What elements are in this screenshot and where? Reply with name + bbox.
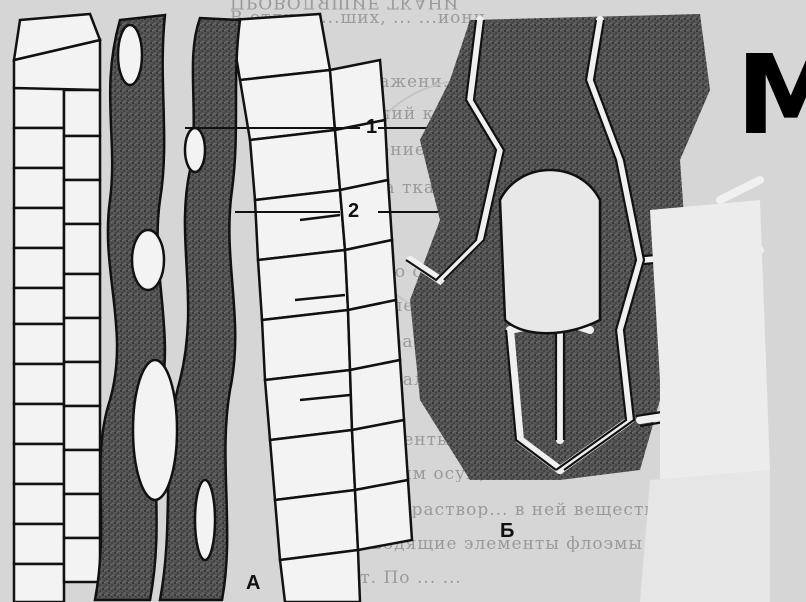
label-2: 2 [348,200,359,223]
figure-a-label: А [246,572,260,595]
label-1: 1 [366,116,377,139]
heading-letter: М [736,40,806,150]
figure-b-label: Б [500,520,514,543]
